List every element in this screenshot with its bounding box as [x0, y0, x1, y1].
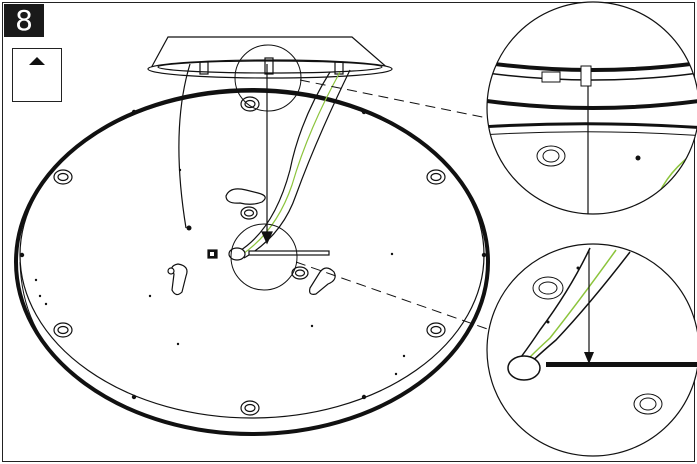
guide-arrow — [261, 64, 273, 245]
center-parts — [207, 247, 330, 261]
fixture-base — [14, 88, 490, 436]
detail-magnified-bottom — [486, 243, 697, 457]
up-arrow-icon — [29, 57, 45, 65]
step-number-badge: 8 — [4, 4, 44, 37]
mounting-holes — [19, 109, 487, 400]
orientation-box — [12, 48, 62, 102]
detail-callout-circles — [230, 44, 498, 333]
keyhole-slots — [167, 188, 336, 296]
screw-bosses — [53, 96, 446, 416]
ceiling-canopy — [147, 36, 393, 79]
